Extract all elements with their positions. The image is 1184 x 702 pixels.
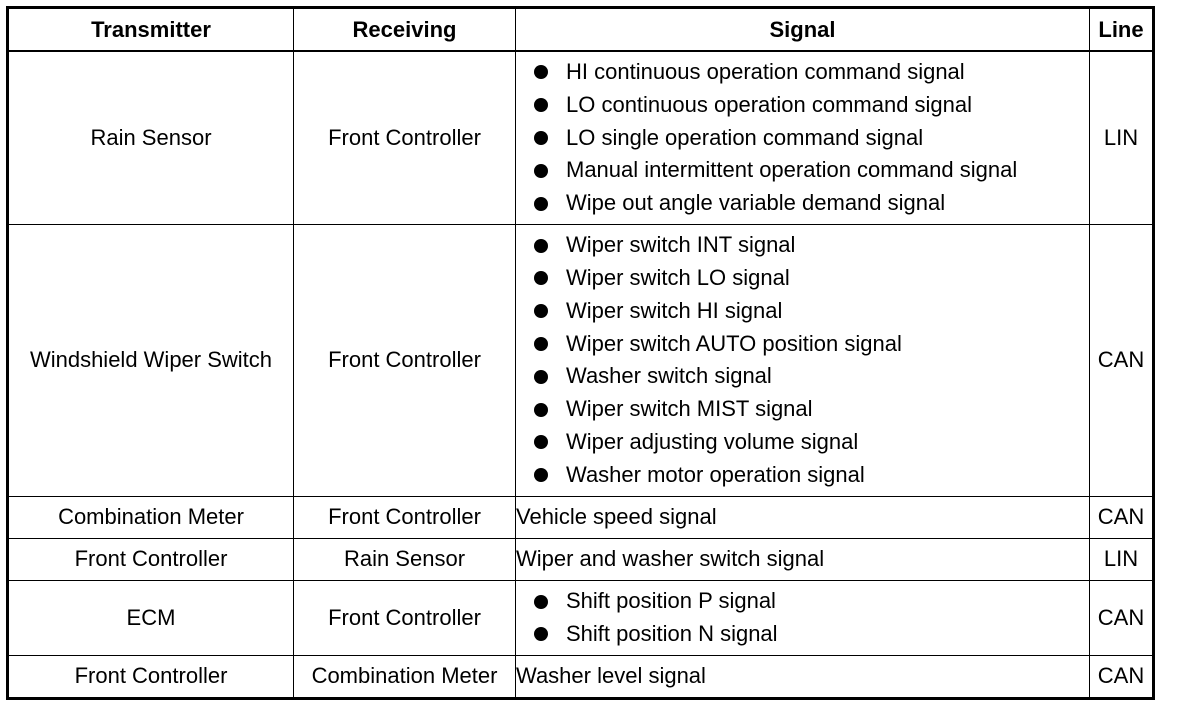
receiving-cell: Front Controller (293, 495, 516, 539)
header-line: Line (1089, 7, 1154, 52)
header-transmitter: Transmitter (7, 7, 294, 52)
signal-text: Wiper adjusting volume signal (566, 429, 859, 455)
signal-text: Manual intermittent operation command si… (566, 157, 1018, 183)
signal-text: Shift position N signal (566, 620, 778, 646)
signal-list-item: LO single operation command signal (534, 122, 1089, 155)
transmitter-cell: Windshield Wiper Switch (7, 223, 294, 497)
signal-text: HI continuous operation command signal (566, 59, 965, 84)
table-row: Rain Sensor Front Controller HI continuo… (7, 50, 1154, 225)
signal-table-container: Transmitter Receiving Signal Line Rain S… (6, 6, 1155, 700)
signal-text: Washer switch signal (566, 363, 772, 389)
signal-list: Wiper switch INT signal Wiper switch LO … (516, 225, 1089, 495)
bullet-icon (534, 238, 548, 253)
receiving-cell: Front Controller (293, 223, 516, 497)
transmitter-cell: Front Controller (7, 537, 294, 581)
signal-cell: Wiper and washer switch signal (515, 537, 1090, 581)
header-receiving: Receiving (293, 7, 516, 52)
table-row: ECM Front Controller Shift position P si… (7, 579, 1154, 656)
bullet-icon (534, 402, 548, 417)
table-header-row: Transmitter Receiving Signal Line (7, 7, 1154, 52)
bullet-icon (534, 468, 548, 483)
line-cell: LIN (1089, 537, 1154, 581)
transmitter-cell: Rain Sensor (7, 50, 294, 225)
receiving-cell: Front Controller (293, 579, 516, 656)
signal-list-item: Manual intermittent operation command si… (534, 154, 1089, 187)
signal-list-item: LO continuous operation command signal (534, 89, 1089, 122)
line-cell: CAN (1089, 579, 1154, 656)
line-cell: CAN (1089, 654, 1154, 699)
signal-text: LO single operation command signal (566, 124, 924, 150)
bullet-icon (534, 369, 548, 384)
bullet-icon (534, 65, 548, 80)
signal-text: Wipe out angle variable demand signal (566, 190, 946, 216)
bullet-icon (534, 304, 548, 319)
signal-text: Wiper switch HI signal (566, 297, 783, 323)
bullet-icon (534, 594, 548, 609)
signal-cell: Washer level signal (515, 654, 1090, 699)
signal-list-item: HI continuous operation command signal (534, 56, 1089, 89)
signal-text: Wiper switch MIST signal (566, 396, 813, 422)
signal-list-item: Wiper switch MIST signal (534, 393, 1089, 426)
signal-list: Shift position P signal Shift position N… (516, 581, 1089, 655)
signal-text: Wiper switch INT signal (566, 232, 796, 258)
bullet-icon (534, 98, 548, 113)
signal-table: Transmitter Receiving Signal Line Rain S… (6, 6, 1155, 700)
line-cell: LIN (1089, 50, 1154, 225)
line-cell: CAN (1089, 223, 1154, 497)
signal-text: Wiper switch AUTO position signal (566, 330, 902, 356)
signal-cell: Vehicle speed signal (515, 495, 1090, 539)
receiving-cell: Combination Meter (293, 654, 516, 699)
signal-list-item: Wiper adjusting volume signal (534, 426, 1089, 459)
table-row: Combination Meter Front Controller Vehic… (7, 495, 1154, 539)
signal-cell: Shift position P signal Shift position N… (515, 579, 1090, 656)
bullet-icon (534, 271, 548, 286)
bullet-icon (534, 337, 548, 352)
signal-list-item: Wiper switch AUTO position signal (534, 328, 1089, 361)
signal-list-item: Washer motor operation signal (534, 459, 1089, 492)
signal-list: HI continuous operation command signal L… (516, 52, 1089, 224)
signal-list-item: Shift position P signal (534, 585, 1089, 618)
signal-list-item: Wiper switch INT signal (534, 229, 1089, 262)
bullet-icon (534, 163, 548, 178)
table-row: Front Controller Combination Meter Washe… (7, 654, 1154, 699)
line-cell: CAN (1089, 495, 1154, 539)
header-signal: Signal (515, 7, 1090, 52)
signal-list-item: Wiper switch HI signal (534, 295, 1089, 328)
signal-list-item: Wipe out angle variable demand signal (534, 187, 1089, 220)
table-row: Front Controller Rain Sensor Wiper and w… (7, 537, 1154, 581)
signal-cell: Wiper switch INT signal Wiper switch LO … (515, 223, 1090, 497)
transmitter-cell: Combination Meter (7, 495, 294, 539)
signal-text: Wiper switch LO signal (566, 265, 790, 291)
bullet-icon (534, 627, 548, 642)
transmitter-cell: ECM (7, 579, 294, 656)
receiving-cell: Rain Sensor (293, 537, 516, 581)
bullet-icon (534, 130, 548, 145)
bullet-icon (534, 196, 548, 211)
signal-cell: HI continuous operation command signal L… (515, 50, 1090, 225)
transmitter-cell: Front Controller (7, 654, 294, 699)
signal-text: Shift position P signal (566, 588, 776, 614)
signal-text: LO continuous operation command signal (566, 91, 973, 117)
signal-text: Washer motor operation signal (566, 461, 865, 487)
receiving-cell: Front Controller (293, 50, 516, 225)
signal-list-item: Wiper switch LO signal (534, 262, 1089, 295)
signal-list-item: Washer switch signal (534, 360, 1089, 393)
bullet-icon (534, 435, 548, 450)
table-row: Windshield Wiper Switch Front Controller… (7, 223, 1154, 497)
signal-list-item: Shift position N signal (534, 618, 1089, 651)
